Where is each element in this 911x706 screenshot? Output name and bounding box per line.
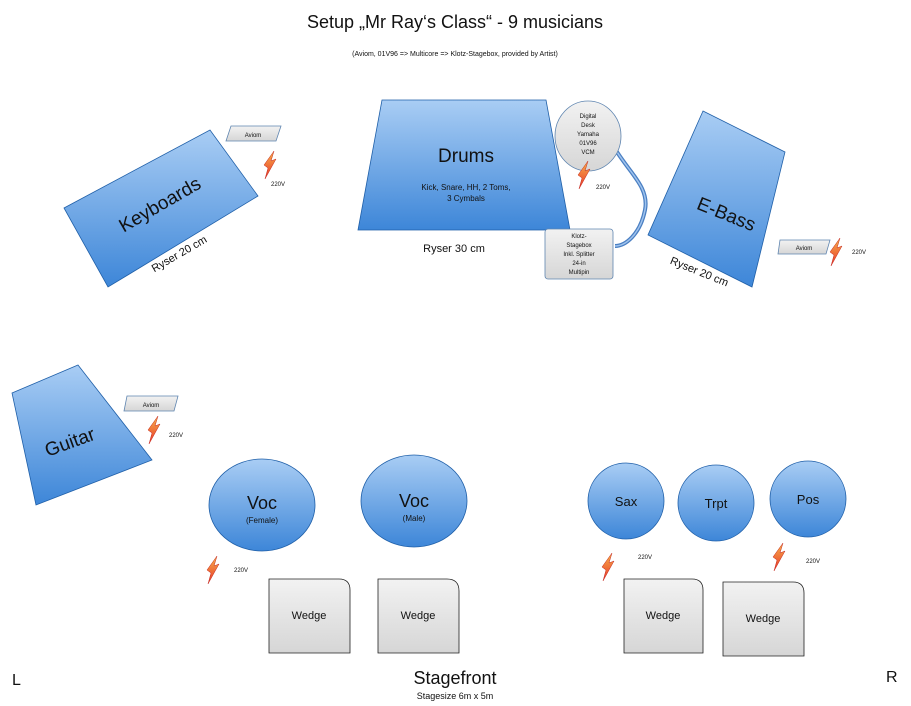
aviom-bass: Aviom (777, 239, 831, 255)
trpt-label: Trpt (705, 496, 728, 511)
drums-riser-height: Ryser 30 cm (423, 243, 485, 255)
pos-circle: Pos (769, 460, 847, 538)
diagram-subtitle: (Aviom, 01V96 => Multicore => Klotz-Stag… (352, 51, 558, 58)
stagebox: Klotz- Stagebox Inkl. Splitter 24-in Mul… (544, 228, 614, 280)
stagebox-line-3: Inkl. Splitter (563, 252, 594, 258)
voc-female-sub: (Female) (246, 516, 278, 525)
wedge-4-label: Wedge (746, 613, 781, 625)
voc-female-label: Voc (247, 493, 277, 513)
power-voc: 220V (234, 568, 248, 574)
trpt-circle: Trpt (677, 464, 755, 542)
voc-male-sub: (Male) (403, 514, 426, 523)
drums-detail-2: 3 Cymbals (447, 194, 485, 203)
wedge-1: Wedge (268, 578, 351, 654)
sax-label: Sax (615, 494, 638, 509)
aviom-guitar: Aviom (123, 395, 179, 412)
right-marker: R (886, 669, 898, 686)
desk-line-3: Yamaha (577, 132, 600, 138)
wedge-3-label: Wedge (646, 610, 681, 622)
sax-circle: Sax (587, 462, 665, 540)
bass-riser: E-Bass Ryser 20 cm (647, 110, 786, 289)
power-bolt-icon (263, 150, 277, 180)
guitar-riser: Guitar (11, 364, 153, 506)
power-keyboards: 220V (271, 182, 285, 188)
digital-desk: Digital Desk Yamaha 01V96 VCM (554, 100, 622, 172)
stagebox-line-2: Stagebox (566, 243, 591, 249)
drums-label: Drums (438, 146, 494, 167)
stagefront-label: Stagefront (413, 668, 496, 688)
desk-line-2: Desk (581, 123, 596, 129)
aviom-keyboards-label: Aviom (245, 133, 262, 139)
diagram-title: Setup „Mr Ray‘s Class“ - 9 musicians (307, 12, 603, 32)
stagebox-line-1: Klotz- (571, 234, 586, 240)
stagesize-label: Stagesize 6m x 5m (417, 691, 494, 701)
pos-label: Pos (797, 492, 820, 507)
wedge-2-label: Wedge (401, 610, 436, 622)
power-guitar: 220V (169, 433, 183, 439)
aviom-keyboards: Aviom (225, 125, 282, 142)
power-bass: 220V (852, 250, 866, 256)
power-pos: 220V (806, 559, 820, 565)
left-marker: L (12, 672, 21, 689)
wedge-1-label: Wedge (292, 610, 327, 622)
desk-line-5: VCM (581, 150, 594, 156)
wedge-4: Wedge (722, 581, 805, 657)
desk-line-1: Digital (580, 114, 597, 120)
stagebox-line-4: 24-in (572, 261, 585, 267)
voc-male-label: Voc (399, 491, 429, 511)
voc-male: Voc (Male) (360, 454, 468, 548)
drums-detail-1: Kick, Snare, HH, 2 Toms, (421, 183, 510, 192)
aviom-bass-label: Aviom (796, 246, 813, 252)
power-bolt-icon (829, 237, 843, 267)
desk-line-4: 01V96 (579, 141, 597, 147)
stagebox-line-5: Multipin (569, 270, 590, 276)
drums-riser: Drums Kick, Snare, HH, 2 Toms, 3 Cymbals… (357, 99, 571, 255)
power-bolt-icon (206, 555, 220, 585)
voc-female: Voc (Female) (208, 458, 316, 552)
power-drums: 220V (596, 185, 610, 191)
wedge-2: Wedge (377, 578, 460, 654)
power-bolt-icon (772, 542, 786, 572)
wedge-3: Wedge (623, 578, 704, 654)
keyboards-riser: Keyboards Ryser 20 cm (63, 129, 259, 288)
power-sax: 220V (638, 555, 652, 561)
aviom-guitar-label: Aviom (143, 403, 160, 409)
power-bolt-icon (147, 415, 161, 445)
power-bolt-icon (601, 552, 615, 582)
